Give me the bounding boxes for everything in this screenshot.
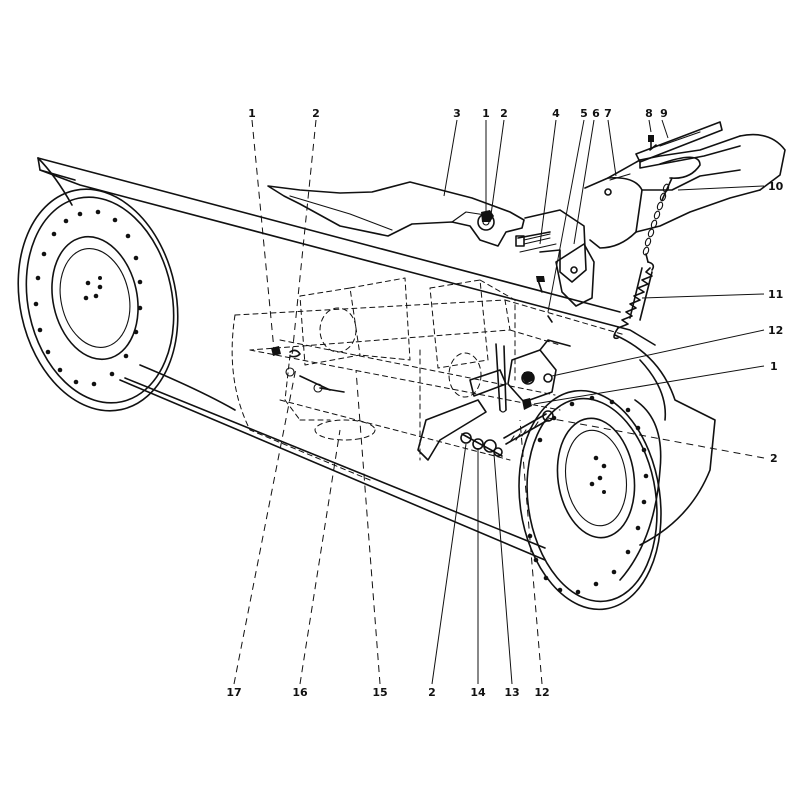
latch-bracket bbox=[515, 209, 595, 323]
callout-1-top-mid: 1 bbox=[482, 107, 490, 120]
callout-15: 15 bbox=[372, 686, 387, 699]
lift-arm bbox=[584, 121, 786, 249]
blade-housing bbox=[37, 157, 716, 561]
left-bolt-assembly bbox=[271, 346, 345, 393]
left-end-plate bbox=[17, 188, 179, 412]
callout-5: 5 bbox=[580, 107, 588, 120]
spring bbox=[613, 261, 655, 340]
callout-9: 9 bbox=[660, 107, 668, 120]
callout-1-right: 1 bbox=[770, 360, 778, 373]
wear-plate-slot bbox=[314, 419, 376, 441]
callout-16: 16 bbox=[292, 686, 308, 699]
callout-2-top-mid: 2 bbox=[500, 107, 508, 120]
callout-10: 10 bbox=[768, 180, 784, 193]
callout-12-right: 12 bbox=[768, 324, 783, 337]
callout-2-bottom: 2 bbox=[428, 686, 436, 699]
callout-1-top-left: 1 bbox=[248, 107, 256, 120]
callout-17: 17 bbox=[226, 686, 241, 699]
callout-numbers: 1 2 3 1 2 4 5 6 7 8 9 10 11 12 1 2 17 16… bbox=[226, 107, 783, 699]
chain bbox=[642, 156, 701, 263]
callout-2-right: 2 bbox=[770, 452, 778, 465]
bolt-holes-left bbox=[33, 209, 143, 387]
callout-14: 14 bbox=[470, 686, 486, 699]
callout-4: 4 bbox=[552, 107, 560, 120]
callout-8: 8 bbox=[645, 107, 653, 120]
callout-7: 7 bbox=[604, 107, 612, 120]
chain-links bbox=[642, 183, 670, 256]
leader-lines bbox=[233, 119, 765, 685]
right-end-plate bbox=[518, 389, 662, 611]
pivot-mechanism bbox=[417, 339, 571, 461]
callout-6: 6 bbox=[592, 107, 600, 120]
callout-11: 11 bbox=[768, 288, 783, 301]
callout-13: 13 bbox=[504, 686, 519, 699]
callout-12-bottom: 12 bbox=[534, 686, 549, 699]
hidden-frame-brackets bbox=[231, 277, 626, 481]
callout-3: 3 bbox=[453, 107, 461, 120]
callout-2-top-left: 2 bbox=[312, 107, 320, 120]
